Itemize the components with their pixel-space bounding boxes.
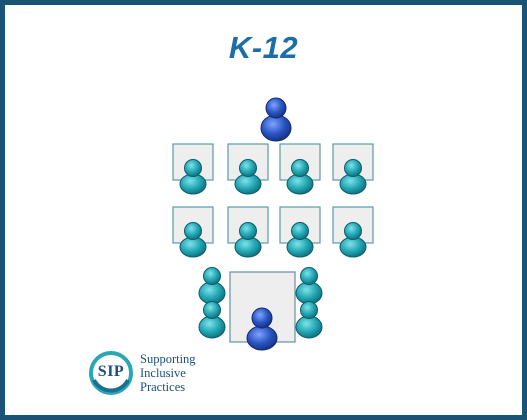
sip-logo-text: Supporting Inclusive Practices: [140, 352, 196, 394]
teacher-small-group-icon: [246, 307, 278, 351]
group-student-left-bottom-icon: [198, 301, 226, 339]
student-icon: [179, 159, 207, 195]
student-icon: [339, 159, 367, 195]
student-icon: [179, 222, 207, 258]
group-student-left-top-icon: [198, 267, 226, 305]
logo-line-supporting: Supporting: [140, 352, 196, 366]
teacher-front-icon: [260, 97, 292, 142]
sip-logo-ring-icon: [89, 351, 133, 395]
group-student-right-bottom-icon: [295, 301, 323, 339]
logo-line-inclusive: Inclusive: [140, 366, 186, 380]
student-icon: [286, 222, 314, 258]
student-icon: [234, 159, 262, 195]
logo-line-practices: Practices: [140, 380, 186, 394]
diagram-title: K-12: [228, 30, 299, 65]
sip-abbreviation: SIP: [97, 363, 125, 380]
student-icon: [339, 222, 367, 258]
group-student-right-top-icon: [295, 267, 323, 305]
sip-logo: SIP Supporting Inclusive Practices: [88, 350, 238, 402]
student-icon: [286, 159, 314, 195]
student-icon: [234, 222, 262, 258]
